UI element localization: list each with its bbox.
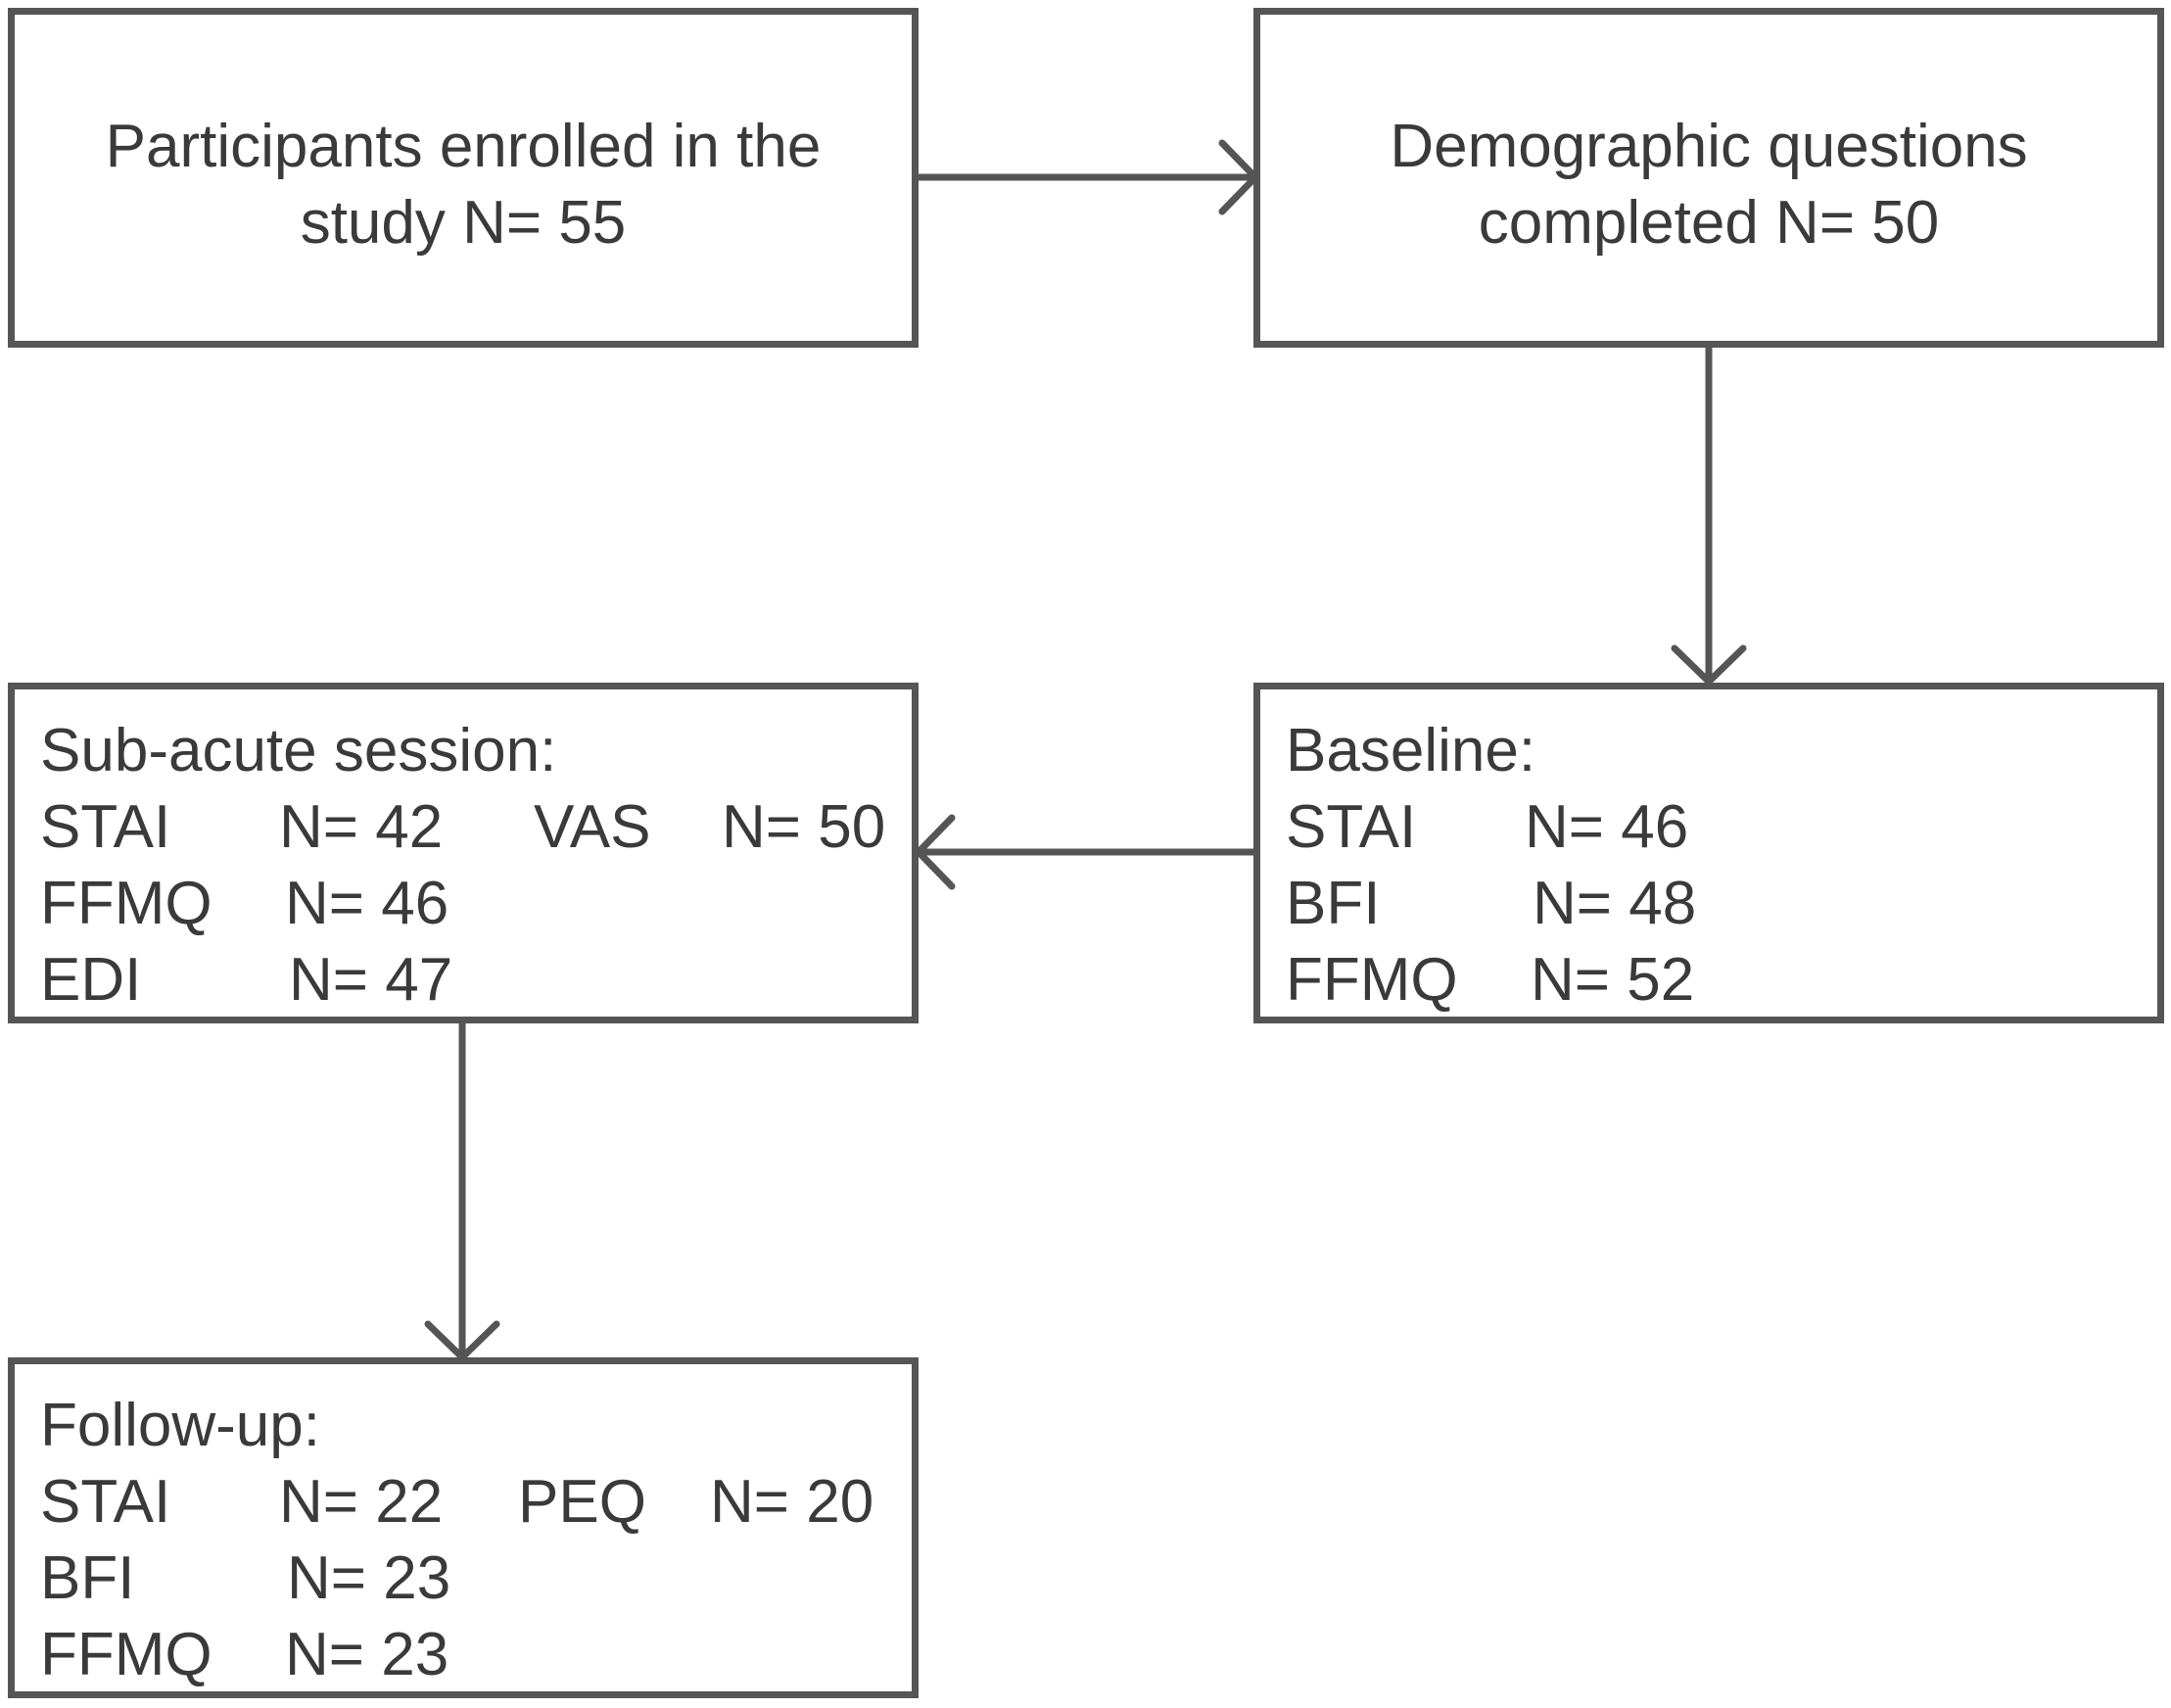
followup-measure: STAI bbox=[40, 1468, 171, 1536]
subacute-n: N= 50 bbox=[722, 793, 886, 861]
baseline-n: N= 48 bbox=[1533, 870, 1697, 937]
node-demographic-line1: Demographic questions bbox=[1390, 113, 2028, 180]
followup-n: N= 23 bbox=[285, 1621, 449, 1688]
baseline-n: N= 52 bbox=[1531, 946, 1695, 1014]
baseline-measure: BFI bbox=[1286, 870, 1381, 937]
subacute-measure: VAS bbox=[534, 793, 651, 861]
followup-measure: FFMQ bbox=[40, 1621, 212, 1688]
node-subacute: Sub-acute session: STAI N= 42 VAS N= 50 … bbox=[8, 683, 919, 1023]
node-demographic-text: Demographic questions completed N= 50 bbox=[1260, 109, 2157, 261]
followup-n: N= 22 bbox=[279, 1468, 444, 1536]
subacute-n: N= 42 bbox=[279, 793, 444, 861]
node-enrolled: Participants enrolled in the study N= 55 bbox=[8, 8, 919, 348]
node-demographic: Demographic questions completed N= 50 bbox=[1253, 8, 2164, 348]
followup-n: N= 20 bbox=[710, 1468, 874, 1536]
node-followup: Follow-up: STAI N= 22 PEQ N= 20 BFI N= 2… bbox=[8, 1357, 919, 1698]
arrowhead-down-icon bbox=[1671, 644, 1747, 686]
subacute-measure: EDI bbox=[40, 946, 142, 1014]
node-baseline: Baseline: STAI N= 46 BFI N= 48 FFMQ N= 5… bbox=[1253, 683, 2164, 1023]
subacute-n: N= 46 bbox=[285, 870, 449, 937]
baseline-n: N= 46 bbox=[1525, 793, 1689, 861]
subacute-n: N= 47 bbox=[289, 946, 453, 1014]
followup-measure: BFI bbox=[40, 1544, 135, 1612]
node-enrolled-line2: study N= 55 bbox=[300, 189, 627, 257]
subacute-measure: STAI bbox=[40, 793, 171, 861]
node-enrolled-text: Participants enrolled in the study N= 55 bbox=[15, 109, 912, 261]
followup-measure: PEQ bbox=[518, 1468, 646, 1536]
node-followup-title: Follow-up: bbox=[40, 1392, 320, 1459]
baseline-measure: STAI bbox=[1286, 793, 1417, 861]
node-subacute-title: Sub-acute session: bbox=[40, 717, 557, 784]
followup-n: N= 23 bbox=[287, 1544, 451, 1612]
node-enrolled-line1: Participants enrolled in the bbox=[105, 113, 822, 180]
node-baseline-title: Baseline: bbox=[1286, 717, 1536, 784]
baseline-measure: FFMQ bbox=[1286, 946, 1458, 1014]
node-demographic-line2: completed N= 50 bbox=[1478, 189, 1940, 257]
arrowhead-left-icon bbox=[915, 814, 956, 890]
subacute-measure: FFMQ bbox=[40, 870, 212, 937]
